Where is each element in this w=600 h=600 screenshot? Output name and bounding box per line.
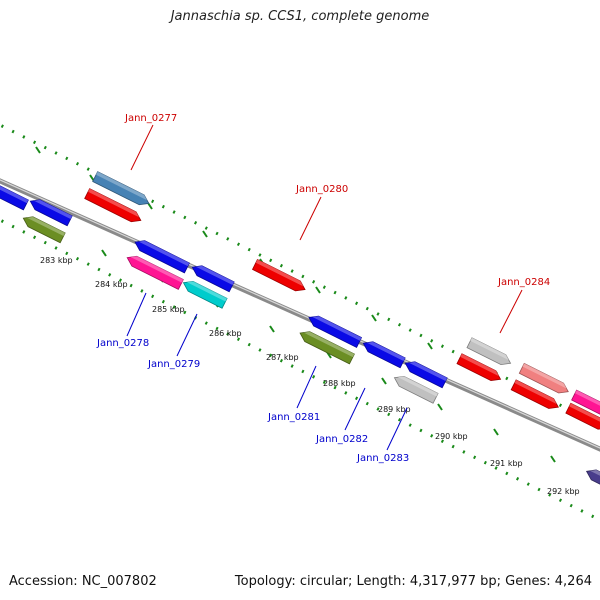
map-title: Jannaschia sp. CCS1, complete genome [170,9,430,24]
gene-arrow-highlight [138,240,190,267]
outer-ruler [0,123,600,427]
gene-arrow[interactable] [299,331,355,365]
ruler-tick-label: 290 kbp [435,432,468,441]
gene-label[interactable]: Jann_0281 [267,412,320,423]
ruler-tick [493,428,499,436]
gene-label[interactable]: Jann_0278 [96,338,149,349]
gene-label[interactable]: Jann_0282 [315,434,368,445]
ruler-tick-label: 285 kbp [152,305,185,314]
gene-arrow-highlight [187,281,228,302]
gene-label[interactable]: Jann_0279 [147,359,200,370]
gene-arrow-highlight [575,390,600,406]
gene-arrow-highlight [460,353,499,377]
outer-ruler-tick [35,146,41,154]
gene-arrow-highlight [255,259,304,287]
gene-arrow-highlight [569,403,600,422]
ruler-tick [550,455,556,463]
outer-ruler-tick [427,342,433,350]
gene-label-leader [130,124,154,171]
gene-arrow-highlight [96,171,148,201]
gene-label-leader [299,196,322,241]
gene-arrow-highlight [590,469,600,476]
gene-label[interactable]: Jann_0280 [295,184,348,195]
gene-arrow-highlight [88,188,140,218]
gene-arrow-highlight [514,379,557,405]
genome-backbone [0,178,600,452]
gene-arrow-highlight [303,331,355,358]
outer-ruler-tick [315,286,321,294]
gene-label[interactable]: Jann_0284 [497,277,550,288]
gene-label[interactable]: Jann_0277 [124,113,177,124]
topology-text: Topology: circular; Length: 4,317,977 bp… [234,574,592,589]
ruler-tick-label: 287 kbp [266,353,299,362]
ruler-tick-label: 291 kbp [490,459,523,468]
ruler-tick-label: 288 kbp [323,379,356,388]
gene-arrow-highlight [195,265,235,286]
ruler-tick-label: 292 kbp [547,487,580,496]
gene-label-leader [344,387,366,431]
ruler-tick [269,325,275,333]
gene-arrow-highlight [33,199,73,220]
gene-arrow-highlight [408,361,448,382]
ruler-tick [381,377,387,385]
gene-arrow-highlight [398,376,439,397]
gene-label-leader [296,365,317,409]
gene-arrow[interactable] [565,402,600,430]
gene-arrow[interactable] [571,389,600,415]
ruler-tick-label: 289 kbp [378,405,411,414]
outer-ruler-tick [202,230,208,238]
gene-label-leader [499,289,523,334]
gene-label-leader [126,292,147,337]
gene-arrow-highlight [470,337,509,361]
gene-arrow-highlight [26,216,66,237]
ruler-tick [101,249,107,257]
ruler-tick-label: 286 kbp [209,329,242,338]
gene-arrow-highlight [366,341,406,362]
gene-arrow-highlight [312,316,362,341]
ruler-tick-label: 284 kbp [95,280,128,289]
accession-text: Accession: NC_007802 [9,574,157,589]
inner-ruler [0,218,600,522]
outer-ruler-tick [371,314,377,322]
gene-arrow-highlight [130,256,184,283]
ruler-tick [437,403,443,411]
gene-label[interactable]: Jann_0283 [356,453,409,464]
gene-label-leader [176,313,198,357]
gene-arrow-highlight [522,363,567,389]
gene-arrow-highlight [0,185,29,204]
ruler-tick-label: 283 kbp [40,256,73,265]
gene-arrow[interactable] [393,375,439,404]
gene-label-leader [386,407,408,451]
outer-ruler-tick [147,202,153,210]
